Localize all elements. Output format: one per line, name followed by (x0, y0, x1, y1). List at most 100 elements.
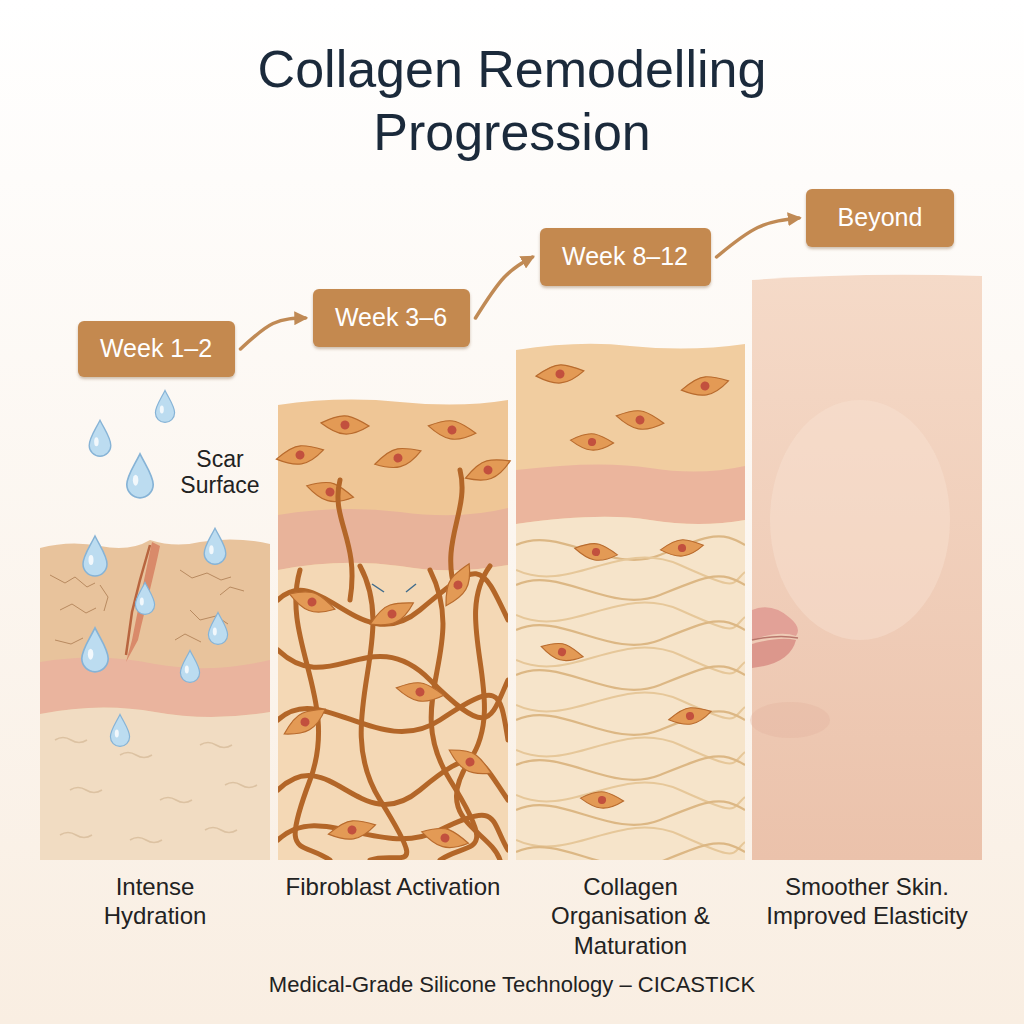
illustration-part (208, 612, 227, 644)
illustration-part (127, 454, 153, 498)
illustration-part (180, 650, 199, 682)
node-text: Week 8–12 (562, 243, 688, 271)
illustration-part (516, 843, 745, 860)
illustration-part (580, 790, 624, 810)
illustration-part (516, 801, 745, 825)
illustration-part (516, 693, 745, 719)
panel-four (750, 275, 982, 860)
illustration-part (372, 584, 416, 592)
illustration-part (55, 738, 257, 843)
illustration-part (82, 628, 108, 672)
illustration-part (280, 702, 331, 742)
illustration-part (615, 407, 665, 433)
illustration-part (278, 566, 508, 860)
illustration-part (573, 540, 618, 564)
illustration-part (752, 275, 982, 860)
illustration-part (770, 400, 950, 640)
illustration-part (50, 575, 95, 587)
illustration-part (60, 833, 92, 838)
skin-panel: Fibroblast Activation (278, 400, 508, 860)
illustration-part (667, 704, 712, 728)
illustration-part (539, 638, 585, 665)
node-text: Smoother Skin. Improved Elasticity (742, 872, 992, 931)
week-tag: Beyond (806, 189, 954, 247)
illustration-part (130, 838, 162, 843)
illustration-part (225, 783, 257, 788)
illustration-part (516, 536, 745, 860)
illustration-part (419, 823, 470, 853)
illustration-part (70, 788, 102, 793)
panel-three (516, 344, 745, 867)
illustration-part (40, 539, 270, 860)
illustration-part (750, 702, 830, 738)
illustration-part (680, 373, 730, 399)
skin-panel: Smoother Skin. Improved Elasticity (752, 276, 982, 860)
skin-panel: Intense Hydration (40, 540, 270, 860)
illustration-part (570, 432, 614, 452)
illustration-part (430, 570, 477, 860)
skin-panel: Collagen Organisation & Maturation (516, 345, 745, 860)
illustration-part (205, 828, 237, 833)
illustration-part (516, 517, 745, 860)
illustration-part (516, 603, 745, 629)
panel-two (275, 400, 514, 860)
illustration-part (516, 558, 745, 584)
illustration-part (516, 576, 745, 600)
illustration-part (278, 563, 508, 860)
callout-label: Scar Surface (172, 446, 268, 499)
progress-arrow (717, 218, 800, 257)
illustration-part (204, 528, 226, 564)
illustration-part (110, 714, 129, 746)
node-text: Beyond (838, 204, 923, 232)
illustration-part (338, 480, 352, 600)
illustration-part (286, 585, 337, 618)
illustration-part (456, 566, 500, 860)
illustration-part (395, 679, 445, 705)
illustration-part (55, 638, 83, 644)
illustration-part (516, 828, 745, 854)
node-text: Intense Hydration (65, 872, 245, 931)
node-text: Collagen Organisation & Maturation (516, 872, 746, 960)
illustration-part (516, 464, 745, 524)
illustration-part (320, 414, 369, 436)
illustration-part (516, 536, 745, 560)
illustration-part (55, 738, 87, 743)
illustration-part (160, 798, 192, 803)
illustration-part (180, 570, 231, 580)
illustration-part (516, 344, 745, 860)
illustration-part (516, 756, 745, 780)
illustration-part (516, 666, 745, 690)
illustration-part (516, 738, 745, 764)
illustration-part (175, 634, 201, 642)
illustration-part (220, 587, 244, 595)
illustration-part (445, 742, 496, 782)
illustration-part (40, 707, 270, 860)
illustration-part (89, 420, 111, 456)
illustration-part (427, 417, 477, 443)
illustration-part (126, 542, 160, 662)
node-text: Week 1–2 (100, 335, 212, 363)
illustration-part (438, 560, 478, 611)
illustration-part (516, 783, 745, 809)
illustration-part (60, 604, 96, 613)
illustration-part (372, 584, 384, 592)
illustration-part (660, 538, 704, 558)
progress-arrow (241, 318, 306, 349)
illustration-part (406, 584, 416, 592)
illustration-part (327, 817, 377, 843)
illustration-part (100, 585, 108, 611)
footer-caption: Medical-Grade Silicone Technology – CICA… (0, 972, 1024, 998)
illustration-part (462, 453, 513, 486)
illustration-part (535, 363, 584, 385)
diagram-title: Collagen Remodelling Progression (192, 38, 832, 165)
illustration-part (516, 621, 745, 645)
illustration-part (338, 470, 462, 600)
illustration-part (275, 442, 325, 468)
illustration-part (752, 607, 798, 640)
illustration-part (366, 596, 417, 633)
progress-arrow (476, 257, 533, 318)
illustration-part (40, 657, 270, 717)
